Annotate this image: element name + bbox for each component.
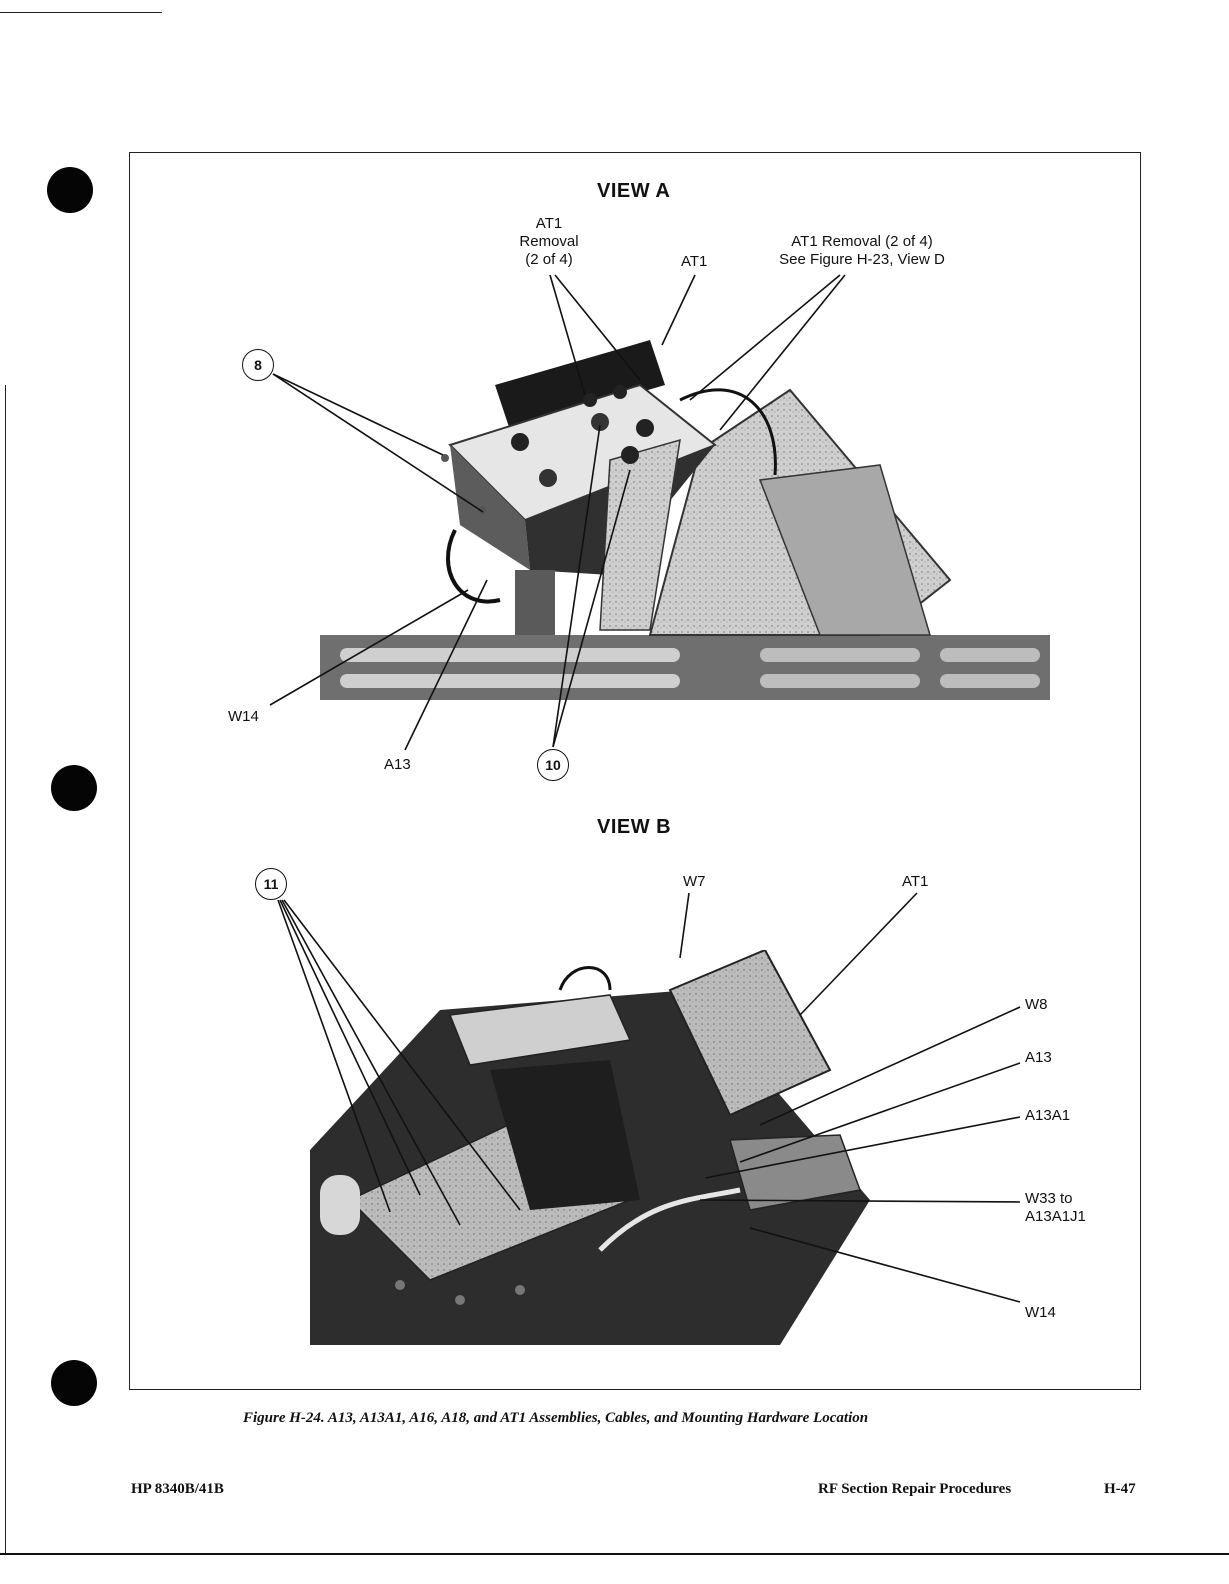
footer-model: HP 8340B/41B bbox=[131, 1481, 224, 1498]
callout-10: 10 bbox=[537, 749, 569, 781]
callout-11: 11 bbox=[255, 868, 287, 900]
label-w14-view-a: W14 bbox=[228, 708, 259, 726]
label-w7: W7 bbox=[683, 873, 706, 891]
view-b-title: VIEW B bbox=[597, 816, 671, 839]
label-at1-view-b: AT1 bbox=[902, 873, 928, 891]
footer-section: RF Section Repair Procedures bbox=[818, 1481, 1011, 1498]
label-w8: W8 bbox=[1025, 996, 1048, 1014]
label-a13-view-b: A13 bbox=[1025, 1049, 1052, 1067]
footer-page-number: H-47 bbox=[1104, 1481, 1136, 1498]
label-a13-view-a: A13 bbox=[384, 756, 411, 774]
callout-8: 8 bbox=[242, 349, 274, 381]
label-w14-view-b: W14 bbox=[1025, 1304, 1056, 1322]
figure-caption: Figure H-24. A13, A13A1, A16, A18, and A… bbox=[243, 1410, 868, 1427]
label-at1-removal-left: AT1 Removal (2 of 4) bbox=[508, 215, 590, 269]
label-at1-removal-right: AT1 Removal (2 of 4) See Figure H-23, Vi… bbox=[772, 233, 952, 269]
label-at1-view-a: AT1 bbox=[681, 253, 707, 271]
label-w33-to-a13a1j1: W33 to A13A1J1 bbox=[1025, 1190, 1086, 1226]
view-a-title: VIEW A bbox=[597, 180, 670, 203]
label-a13a1: A13A1 bbox=[1025, 1107, 1070, 1125]
